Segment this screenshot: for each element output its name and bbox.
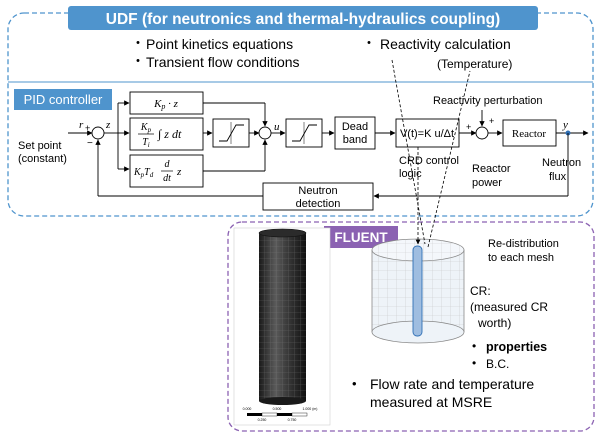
scale-tick: 0.750	[288, 418, 297, 422]
z-label: z	[105, 119, 111, 131]
pid-title-bg	[14, 89, 112, 110]
dead-band-label: Dead	[342, 121, 368, 133]
plus-sign: +	[489, 116, 494, 126]
kd-dt: dt	[163, 173, 171, 184]
ki-integral: ∫ z dt	[157, 127, 182, 141]
fluent-box	[227, 221, 595, 432]
y-label: y	[562, 119, 568, 131]
summing-junction-reactivity	[475, 126, 489, 140]
udf-bullet-transient-flow: Transient flow conditions	[146, 54, 300, 70]
kd-d: d	[165, 159, 171, 170]
output-limiter-curve	[292, 124, 317, 142]
scale-tick: 0.500	[273, 407, 282, 411]
udf-bullet-dot: ・	[362, 35, 376, 51]
plus-sign: +	[466, 122, 471, 132]
crd-label-2: logic	[399, 168, 422, 180]
crd-label: CRD control	[399, 155, 459, 167]
integral-limiter-curve	[219, 124, 244, 142]
neutron-detection-block	[262, 182, 374, 211]
reactor-block	[502, 119, 557, 147]
setpoint-label: Set point	[18, 140, 61, 152]
r-label: r	[79, 119, 84, 131]
flow-rate-label-2: measured at MSRE	[370, 394, 492, 410]
ki-denominator: Ti	[142, 137, 150, 149]
udf-reactivity-sub: (Temperature)	[437, 57, 512, 71]
bullet-properties: properties	[486, 340, 547, 354]
scale-tick: 0.000	[243, 407, 252, 411]
setpoint-label-2: (constant)	[18, 153, 67, 165]
v-block	[395, 118, 460, 148]
cr-label-3: worth)	[477, 316, 511, 330]
v-block-label: V(t)=K u/Δt	[400, 128, 454, 140]
reactor-power-label: Reactor	[472, 163, 511, 175]
link-reactivity-to-core	[391, 59, 426, 245]
bullet-bc: B.C.	[486, 357, 509, 371]
mesh-scale-bar: 0.000 0.250 0.500 0.750 1.000 (m)	[243, 407, 318, 422]
summing-junction-pid	[258, 126, 272, 140]
link-kinetics-to-core	[427, 70, 471, 248]
udf-bullet-dot: ・	[131, 35, 145, 51]
fluent-title: FLUENT	[334, 230, 388, 245]
kd-block	[129, 154, 204, 188]
cr-label: CR:	[470, 284, 491, 298]
neutron-flux-label: Neutron	[542, 157, 581, 169]
udf-bullet-reactivity: Reactivity calculation	[380, 36, 511, 52]
udf-title-bg	[68, 6, 538, 30]
flow-rate-label: Flow rate and temperature	[370, 376, 534, 392]
neutron-detection-label-2: detection	[296, 198, 341, 210]
neutron-flux-label-2: flux	[549, 171, 567, 183]
udf-bullet-point-kinetics: Point kinetics equations	[146, 36, 293, 52]
neutron-detection-label: Neutron	[298, 185, 337, 197]
reactor-power-label-2: power	[472, 177, 502, 189]
udf-bullet-dot: ・	[131, 53, 145, 69]
summing-junction-error	[91, 126, 105, 140]
reactor-label: Reactor	[512, 128, 547, 140]
reactivity-perturbation-label: Reactivity perturbation	[433, 95, 542, 107]
bullet-dot: •	[352, 376, 357, 391]
cr-label-2: (measured CR	[470, 300, 548, 314]
control-rod	[412, 245, 423, 337]
scale-tick: 0.250	[258, 418, 267, 422]
bullet-dot: •	[472, 356, 476, 370]
mesh-cylinder-image	[258, 228, 307, 405]
u-label: u	[274, 121, 280, 133]
redistribution-label: Re-distribution	[488, 238, 559, 250]
ki-numerator: Kp	[140, 122, 152, 134]
scale-tick: 1.000 (m)	[303, 407, 318, 411]
pid-title: PID controller	[24, 92, 103, 107]
kd-label: KpTd	[133, 167, 154, 179]
dead-band-block	[334, 116, 376, 150]
kd-z: z	[176, 166, 182, 178]
udf-title: UDF (for neutronics and thermal-hydrauli…	[106, 11, 500, 28]
dead-band-label-2: band	[343, 134, 367, 146]
redistribution-label-2: to each mesh	[488, 252, 554, 264]
plus-sign: +	[85, 123, 90, 133]
kp-block-label: Kp · z	[153, 98, 179, 111]
bullet-dot: •	[472, 339, 476, 353]
fluent-title-bg	[324, 226, 398, 248]
minus-sign: −	[87, 138, 93, 149]
